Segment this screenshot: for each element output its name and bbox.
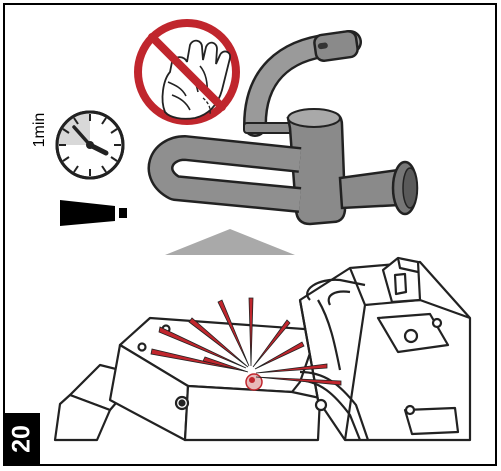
control-unit [53,256,472,442]
arrow-up-icon [165,229,295,255]
step-number-tab [4,413,40,466]
step-number: 20 [7,425,36,453]
clock-icon [55,110,125,180]
water-flow-icon [60,200,127,226]
flashing-light-rays [150,297,342,386]
no-touch-icon [134,19,240,125]
page-frame [3,3,497,466]
faucet [147,29,419,226]
duration-label: 1min [31,112,48,148]
reset-button [245,373,263,391]
